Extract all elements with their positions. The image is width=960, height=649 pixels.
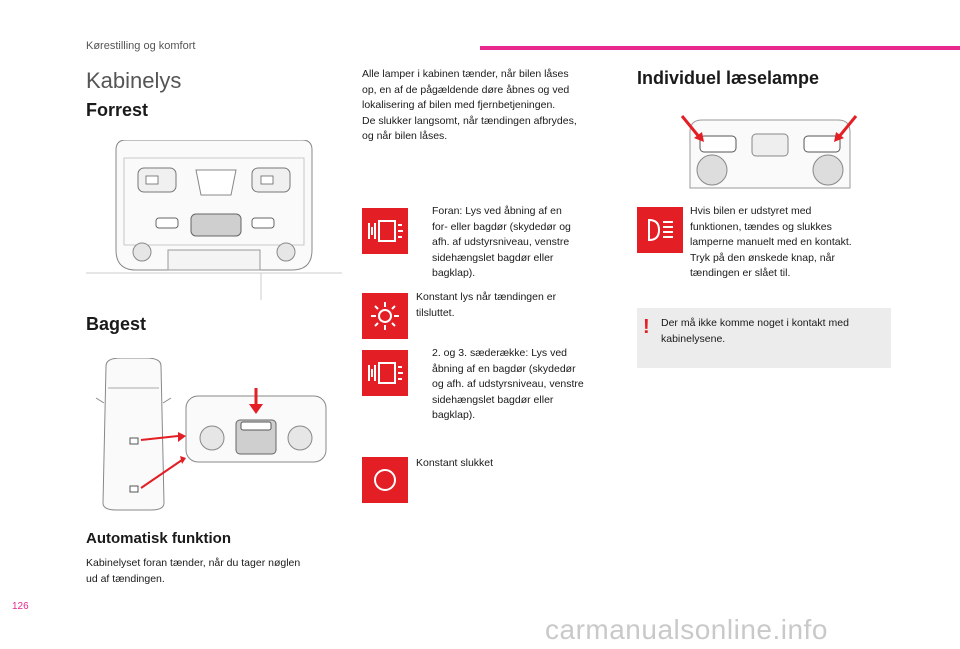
section-header: Kørestilling og komfort xyxy=(86,40,196,52)
reading-lamp-heading: Individuel læselampe xyxy=(637,68,820,88)
reading-light-icon xyxy=(637,207,683,253)
item-front-door-text: Foran: Lys ved åbning af en for- eller b… xyxy=(432,205,571,279)
front-heading: Forrest xyxy=(86,100,149,120)
warning-icon: ! xyxy=(643,316,650,338)
warning-box: ! Der må ikke komme noget i kontakt med … xyxy=(637,308,891,368)
watermark: carmanualsonline.info xyxy=(545,614,828,645)
front-lamp-illustration xyxy=(86,140,342,300)
warning-text: Der må ikke komme noget i kontakt med ka… xyxy=(661,317,849,345)
sun-light-icon xyxy=(362,293,408,339)
item-constant-on-text: Konstant lys når tændingen er tilsluttet… xyxy=(416,291,557,319)
page-number: 126 xyxy=(12,601,29,612)
door-light-icon xyxy=(362,350,408,396)
auto-function-heading: Automatisk funktion xyxy=(86,530,231,547)
door-light-icon xyxy=(362,208,408,254)
rear-heading: Bagest xyxy=(86,314,147,334)
header-accent-bar xyxy=(480,46,960,50)
item-constant-off-text: Konstant slukket xyxy=(416,457,494,469)
page-title: Kabinelys xyxy=(86,68,182,93)
reading-lamp-illustration xyxy=(680,115,858,189)
item-rear-door-text: 2. og 3. sæderække: Lys ved åbning af en… xyxy=(432,347,584,421)
reading-lamp-text: Hvis bilen er udstyret med funktionen, t… xyxy=(690,205,852,279)
intro-text: Alle lamper i kabinen tænder, når bilen … xyxy=(362,68,577,142)
auto-function-text: Kabinelyset foran tænder, når du tager n… xyxy=(86,557,301,585)
off-circle-icon xyxy=(362,457,408,503)
rear-lamp-illustration xyxy=(95,358,327,511)
